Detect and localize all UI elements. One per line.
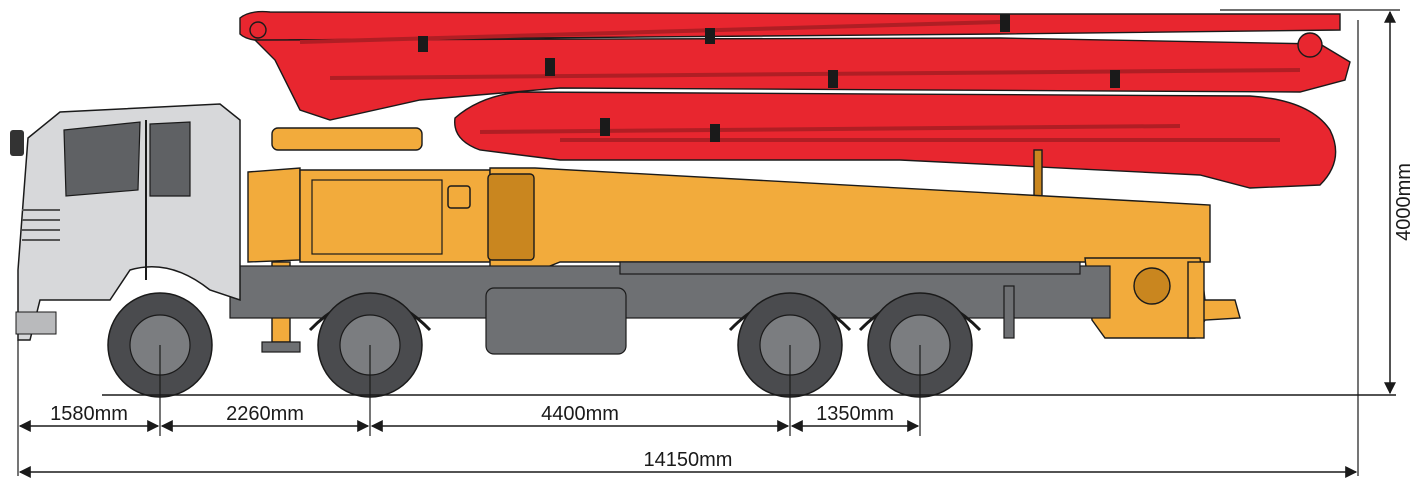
- boom-pivot-left: [249, 21, 267, 39]
- cab-bumper: [15, 311, 57, 335]
- turret: [247, 167, 301, 263]
- label-wheelbase-1-2: 2260mm: [226, 403, 304, 425]
- water-tank: [485, 287, 627, 355]
- cab-door-line: [145, 120, 147, 280]
- boom-rest-post: [1033, 149, 1043, 199]
- dimension-labels: 1580mm 2260mm 4400mm 1350mm 14150mm 4000…: [50, 163, 1415, 471]
- turret-top: [271, 127, 423, 151]
- boom-cylinder-1: [299, 20, 1001, 44]
- outrigger-box: [487, 173, 535, 261]
- cab-grille: [22, 209, 60, 241]
- label-wheelbase-3-4: 1350mm: [816, 403, 894, 425]
- rear-outrigger-leg: [1187, 261, 1205, 339]
- boom-fittings: [418, 14, 1120, 142]
- main-body: [299, 169, 491, 263]
- boom: [239, 10, 1351, 199]
- cab-windshield: [63, 121, 141, 197]
- cab: [10, 103, 241, 341]
- label-overall-height: 4000mm: [1393, 163, 1415, 241]
- boom-section-second: [253, 37, 1351, 121]
- dimensions: [17, 9, 1400, 478]
- label-wheelbase-2-3: 4400mm: [541, 403, 619, 425]
- cab-side-window: [149, 121, 191, 197]
- boom-knuckle: [1297, 32, 1323, 58]
- chassis-rail: [619, 261, 1081, 275]
- pump-wheel: [1133, 267, 1171, 305]
- label-front-overhang: 1580mm: [50, 403, 128, 425]
- mudflap: [1003, 285, 1015, 339]
- boom-cylinder-2: [329, 68, 1301, 80]
- rear-beam: [489, 167, 1211, 273]
- cab-mirror: [10, 130, 24, 156]
- body-hatch: [447, 185, 471, 209]
- boom-cylinder-3: [479, 124, 1181, 134]
- body-panel: [311, 179, 443, 255]
- front-outrigger-foot: [261, 341, 301, 353]
- label-overall-length: 14150mm: [644, 449, 733, 471]
